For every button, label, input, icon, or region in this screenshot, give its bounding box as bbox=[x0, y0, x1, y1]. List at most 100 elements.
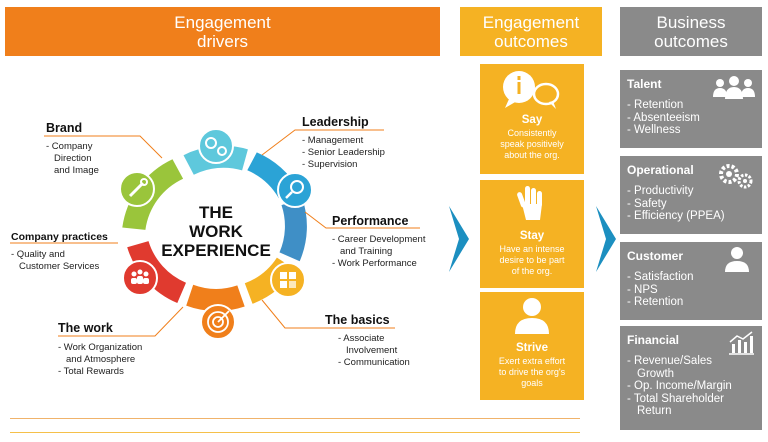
wrench-icon bbox=[119, 171, 155, 207]
list-item: - Absenteeism bbox=[627, 111, 700, 124]
center-line-1: THE bbox=[199, 203, 233, 222]
list-item: - Quality and bbox=[11, 249, 65, 260]
header-line-2: outcomes bbox=[494, 31, 568, 51]
list-item: Growth bbox=[637, 367, 675, 380]
puzzle-icon bbox=[270, 262, 306, 298]
list-item: - Efficiency (PPEA) bbox=[627, 210, 725, 223]
person-icon bbox=[725, 247, 749, 272]
list-item: and Atmosphere bbox=[66, 354, 136, 365]
list-item: - Productivity bbox=[627, 185, 694, 197]
outcome-stay-card: Stay Have an intense desire to be part o… bbox=[480, 180, 584, 288]
outcome-desc-line: about the org. bbox=[504, 150, 560, 160]
gears-icon bbox=[198, 128, 234, 164]
gears-icon bbox=[719, 164, 753, 189]
business-customer-card: Customer - Satisfaction - NPS - Retentio… bbox=[620, 242, 762, 320]
bar-chart-icon bbox=[729, 331, 754, 355]
outcome-desc-line: to drive the org's bbox=[498, 367, 566, 377]
center-line-2: WORK bbox=[189, 222, 243, 241]
business-title: Financial bbox=[627, 333, 680, 347]
list-item: - Total Rewards bbox=[58, 366, 124, 377]
target-icon bbox=[200, 304, 236, 340]
list-item: - NPS bbox=[627, 283, 658, 296]
list-item: - Company bbox=[46, 141, 93, 152]
list-item: - Senior Leadership bbox=[302, 147, 385, 158]
divider bbox=[10, 418, 580, 419]
list-item: - Supervision bbox=[302, 159, 358, 170]
list-item: - Career Development bbox=[332, 234, 426, 245]
brand-list: - Company Direction and Image bbox=[46, 141, 99, 177]
list-item: Direction bbox=[54, 153, 92, 164]
company-practices-title: Company practices bbox=[11, 231, 108, 243]
business-title: Talent bbox=[627, 77, 662, 91]
outcome-desc-line: of the org. bbox=[511, 266, 553, 276]
engagement-drivers-header: Engagement drivers bbox=[5, 7, 440, 56]
list-item: and Image bbox=[54, 165, 99, 176]
the-work-list: - Work Organization and Atmosphere - Tot… bbox=[58, 342, 142, 378]
list-item: - Communication bbox=[338, 357, 410, 368]
business-title: Customer bbox=[627, 249, 684, 263]
business-list: - Productivity - Safety - Efficiency (PP… bbox=[627, 185, 725, 223]
outcome-desc-line: desire to be part bbox=[499, 255, 565, 265]
list-item: and Training bbox=[340, 246, 393, 257]
the-work-title: The work bbox=[58, 321, 113, 335]
list-item: Return bbox=[637, 405, 672, 418]
connector-lines bbox=[10, 129, 420, 337]
outcome-desc-line: goals bbox=[521, 378, 543, 388]
performance-list: - Career Development and Training - Work… bbox=[332, 234, 425, 270]
list-item: - Revenue/Sales bbox=[627, 355, 713, 367]
center-title: THE WORK EXPERIENCE bbox=[150, 203, 282, 260]
list-item: Customer Services bbox=[19, 261, 100, 272]
speech-bubbles-icon bbox=[503, 71, 560, 109]
ring-segment-work bbox=[186, 284, 245, 312]
outcome-say-card: Say Consistently speak positively about … bbox=[480, 64, 584, 174]
center-line-3: EXPERIENCE bbox=[161, 241, 271, 260]
ring-segment-performance bbox=[279, 198, 307, 262]
outcome-strive-card: Strive Exert extra effort to drive the o… bbox=[480, 292, 584, 400]
business-talent-card: Talent - Retention - Absenteeism - Welln… bbox=[620, 70, 762, 148]
list-item: - Safety bbox=[627, 197, 667, 210]
people-icon bbox=[122, 260, 158, 296]
performance-title: Performance bbox=[332, 214, 409, 228]
business-outcomes-header: Business outcomes bbox=[620, 7, 762, 56]
list-item: - Wellness bbox=[627, 124, 681, 137]
list-item: - Work Performance bbox=[332, 258, 417, 269]
outcome-title: Stay bbox=[519, 230, 545, 242]
leadership-title: Leadership bbox=[302, 115, 369, 129]
business-list: - Retention - Absenteeism - Wellness bbox=[627, 99, 700, 137]
person-icon bbox=[515, 298, 549, 334]
list-item: - Op. Income/Margin bbox=[627, 380, 732, 393]
work-experience-ring bbox=[10, 128, 420, 340]
list-item: Involvement bbox=[346, 345, 398, 356]
engagement-outcomes-header: Engagement outcomes bbox=[460, 7, 602, 56]
the-basics-title: The basics bbox=[325, 313, 390, 327]
business-financial-card: Financial - Revenue/Sales Growth - Op. I… bbox=[620, 326, 762, 430]
brand-title: Brand bbox=[46, 121, 83, 135]
list-item: - Retention bbox=[627, 296, 684, 309]
business-operational-card: Operational - Productivity - Safety - Ef… bbox=[620, 156, 762, 234]
business-list: - Revenue/Sales Growth - Op. Income/Marg… bbox=[627, 355, 732, 418]
business-list: - Satisfaction - NPS - Retention bbox=[627, 271, 693, 309]
header-line-2: drivers bbox=[196, 31, 248, 51]
outcome-desc-line: speak positively bbox=[500, 139, 564, 149]
list-item: - Management bbox=[302, 135, 364, 146]
leadership-list: - Management - Senior Leadership - Super… bbox=[302, 135, 385, 171]
right-arrow-icon bbox=[449, 206, 469, 272]
company-practices-list: - Quality and Customer Services bbox=[11, 249, 99, 273]
header-line-1: Engagement bbox=[482, 12, 580, 32]
header-line-2: outcomes bbox=[654, 31, 728, 51]
list-item: - Retention bbox=[627, 99, 684, 111]
list-item: - Work Organization bbox=[58, 342, 143, 353]
the-basics-list: - Associate Involvement - Communication bbox=[338, 333, 410, 369]
outcome-desc-line: Exert extra effort bbox=[498, 356, 566, 366]
group-icon bbox=[713, 76, 755, 99]
header-line-1: Engagement bbox=[174, 12, 271, 32]
list-item: - Total Shareholder bbox=[627, 392, 724, 405]
list-item: - Satisfaction bbox=[627, 271, 694, 283]
header-line-1: Business bbox=[656, 12, 726, 32]
hand-icon bbox=[517, 186, 542, 220]
outcome-desc-line: Have an intense bbox=[499, 244, 565, 254]
divider bbox=[10, 432, 580, 433]
outcome-title: Say bbox=[521, 114, 543, 126]
outcome-title: Strive bbox=[516, 342, 548, 354]
magnifier-icon bbox=[277, 172, 313, 208]
